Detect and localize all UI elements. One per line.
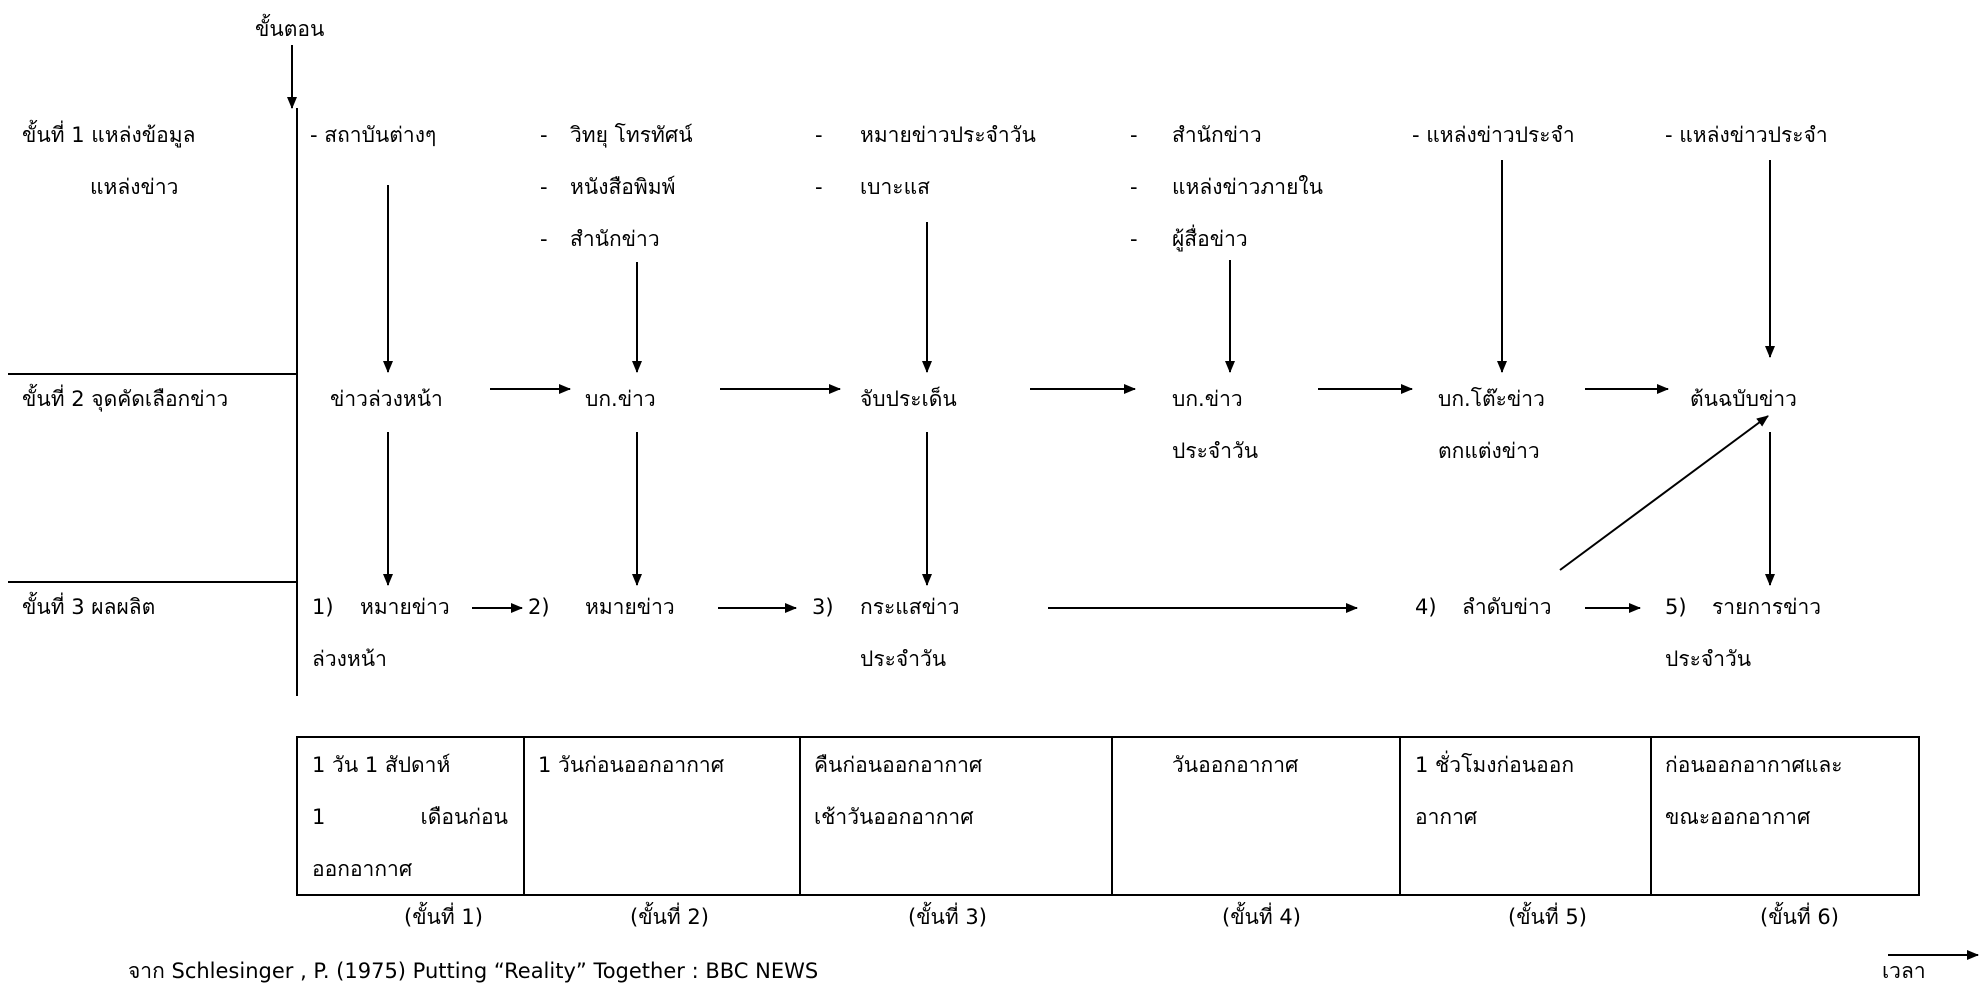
timeline-1-line-3: ออกอากาศ — [312, 857, 413, 881]
selection-4-label: บก.ข่าว — [1172, 387, 1243, 411]
source-2-item-3: สำนักข่าว — [570, 227, 660, 251]
source-2-item-1: วิทยุ โทรทัศน์ — [570, 123, 693, 147]
selection-5-label: บก.โต๊ะข่าว — [1438, 387, 1545, 411]
source-5-item-1: - แหล่งข่าวประจำ — [1412, 123, 1575, 147]
source-2-item-2: หนังสือพิมพ์ — [570, 175, 676, 199]
source-2-dash-3: - — [540, 227, 548, 251]
source-4-item-2: แหล่งข่าวภายใน — [1172, 175, 1323, 199]
selection-4-sublabel: ประจำวัน — [1172, 439, 1259, 463]
timeline-4-step: (ขั้นที่ 4) — [1222, 905, 1301, 929]
timeline-4-line-1: วันออกอากาศ — [1172, 753, 1299, 777]
timeline-6-line-1: ก่อนออกอากาศและ — [1665, 753, 1843, 777]
product-1-number: 1) — [312, 595, 334, 619]
product-3-line2: ประจำวัน — [860, 647, 947, 671]
source-4-dash-2: - — [1130, 175, 1138, 199]
steps-axis-label: ขั้นตอน — [255, 17, 325, 41]
source-1-item-1: - สถาบันต่างๆ — [310, 123, 437, 147]
source-2-dash-2: - — [540, 175, 548, 199]
timeline-table-border — [296, 736, 1920, 896]
timeline-1-line-2: 1 เดือนก่อน — [312, 805, 508, 829]
source-3-item-1: หมายข่าวประจำวัน — [860, 123, 1036, 147]
timeline-5-line-2: อากาศ — [1415, 805, 1478, 829]
source-note: จาก Schlesinger , P. (1975) Putting “Rea… — [128, 959, 819, 983]
source-4-item-1: สำนักข่าว — [1172, 123, 1262, 147]
product-5-title: รายการข่าว — [1712, 595, 1822, 619]
timeline-3-line-2: เช้าวันออกอากาศ — [814, 805, 974, 829]
source-3-dash-2: - — [815, 175, 823, 199]
source-3-dash-1: - — [815, 123, 823, 147]
source-2-dash-1: - — [540, 123, 548, 147]
source-4-dash-3: - — [1130, 227, 1138, 251]
product-3-title: กระแสข่าว — [860, 595, 960, 619]
timeline-1-line-1: 1 วัน 1 สัปดาห์ — [312, 753, 451, 777]
timeline-2-line-1: 1 วันก่อนออกอากาศ — [538, 753, 725, 777]
product-1-line2: ล่วงหน้า — [312, 647, 387, 671]
product-4-number: 4) — [1415, 595, 1437, 619]
timeline-1-step: (ขั้นที่ 1) — [404, 905, 483, 929]
selection-1-label: ข่าวล่วงหน้า — [330, 387, 443, 411]
timeline-5-step: (ขั้นที่ 5) — [1508, 905, 1587, 929]
stage-1-label: ขั้นที่ 1 แหล่งข้อมูล — [22, 123, 196, 147]
source-4-dash-1: - — [1130, 123, 1138, 147]
product-2-title: หมายข่าว — [585, 595, 675, 619]
selection-3-label: จับประเด็น — [860, 387, 957, 411]
source-6-item-1: - แหล่งข่าวประจำ — [1665, 123, 1828, 147]
stage-2-label: ขั้นที่ 2 จุดคัดเลือกข่าว — [22, 387, 229, 411]
selection-2-label: บก.ข่าว — [585, 387, 656, 411]
source-4-item-3: ผู้สื่อข่าว — [1172, 227, 1248, 251]
product-1-title: หมายข่าว — [360, 595, 450, 619]
time-axis-label: เวลา — [1882, 959, 1926, 983]
timeline-3-step: (ขั้นที่ 3) — [908, 905, 987, 929]
timeline-6-line-2: ขณะออกอากาศ — [1665, 805, 1811, 829]
selection-6-label: ต้นฉบับข่าว — [1690, 387, 1797, 411]
product-4-title: ลำดับข่าว — [1462, 595, 1552, 619]
product-5-number: 5) — [1665, 595, 1687, 619]
stage-3-label: ขั้นที่ 3 ผลผลิต — [22, 595, 156, 619]
arrow-diagonal — [1559, 415, 1769, 571]
product-3-number: 3) — [812, 595, 834, 619]
timeline-6-step: (ขั้นที่ 6) — [1760, 905, 1839, 929]
stage-1-sublabel: แหล่งข่าว — [90, 175, 179, 199]
timeline-2-step: (ขั้นที่ 2) — [630, 905, 709, 929]
timeline-5-line-1: 1 ชั่วโมงก่อนออก — [1415, 753, 1575, 777]
timeline-3-line-1: คืนก่อนออกอากาศ — [814, 753, 983, 777]
source-3-item-2: เบาะแส — [860, 175, 930, 199]
product-5-line2: ประจำวัน — [1665, 647, 1752, 671]
selection-5-sublabel: ตกแต่งข่าว — [1438, 439, 1540, 463]
product-2-number: 2) — [528, 595, 550, 619]
